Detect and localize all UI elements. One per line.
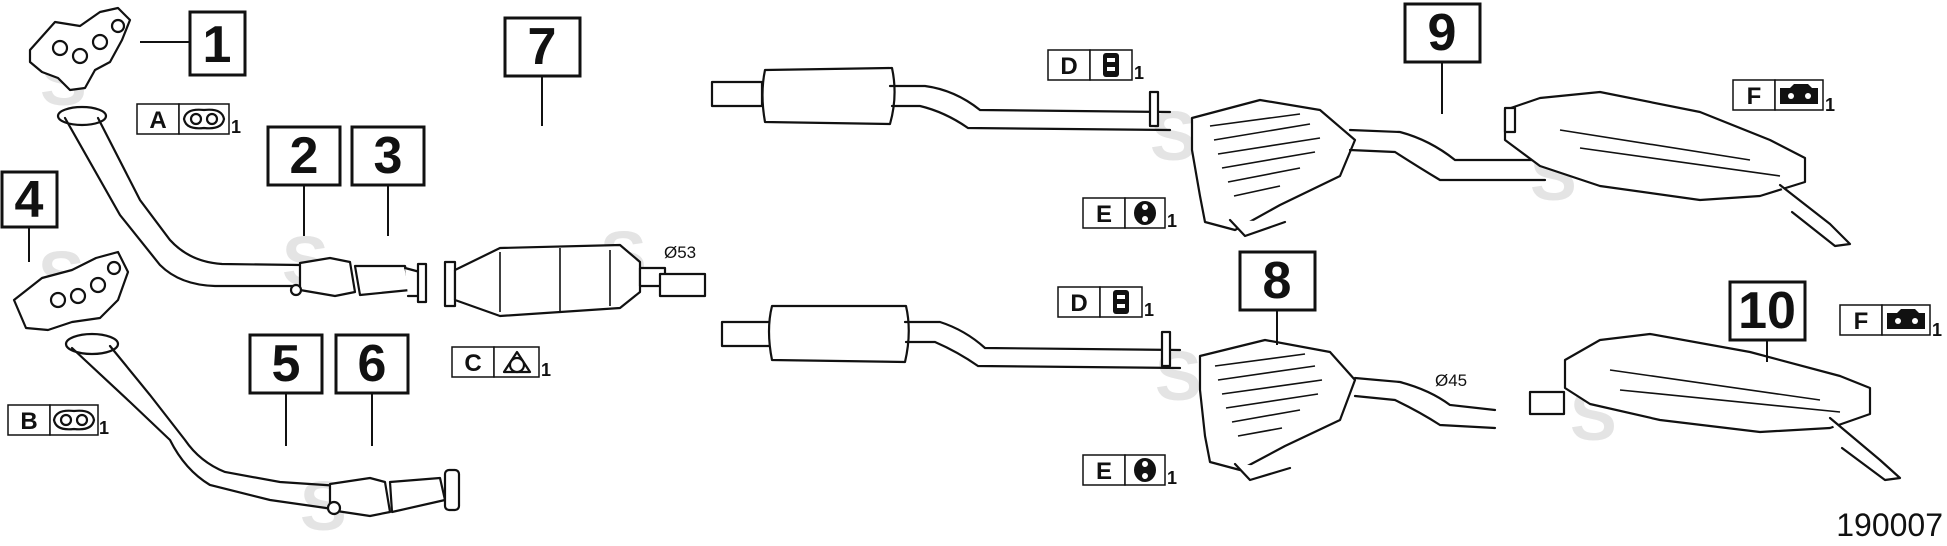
svg-text:3: 3 [374,127,403,185]
diagram-reference-number: 190007 [1836,507,1943,543]
svg-text:7: 7 [528,18,557,76]
tag-F-upper: F 1 [1732,79,1835,115]
callout-8: 8 [1238,250,1317,312]
svg-text:1: 1 [1825,95,1835,115]
svg-text:4: 4 [15,171,44,229]
rubber-mount-icon [1134,458,1156,482]
svg-text:E: E [1096,458,1112,485]
callout-2: 2 [266,125,342,187]
svg-text:9: 9 [1428,4,1457,62]
svg-text:10: 10 [1738,282,1796,340]
tag-D-lower: D 1 [1057,286,1154,320]
svg-text:E: E [1096,201,1112,228]
svg-text:1: 1 [99,418,109,438]
svg-text:1: 1 [231,117,241,137]
flex-pipe-lower [326,468,461,518]
callout-1: 1 [188,10,247,77]
hanger-strap-icon [1780,84,1818,104]
callout-4: 4 [0,170,59,229]
catalytic-converter [443,243,707,318]
tag-E-lower: E 1 [1082,454,1177,488]
svg-text:1: 1 [203,16,232,74]
svg-text:1: 1 [1144,300,1154,320]
rear-muffler-upper [1503,90,1852,248]
svg-text:1: 1 [1167,211,1177,231]
callout-10: 10 [1728,280,1807,342]
svg-text:D: D [1060,53,1077,80]
callout-5: 5 [248,333,324,395]
hanger-strap-icon [1887,309,1925,329]
diameter-label-45: Ø45 [1435,371,1467,390]
svg-text:1: 1 [1932,320,1942,340]
callout-9: 9 [1403,2,1482,64]
svg-text:5: 5 [272,335,301,393]
callout-3: 3 [350,125,426,187]
gasket-two-hole-icon [52,409,96,431]
exhaust-manifold-upper [28,6,132,127]
rear-muffler-lower [1528,332,1902,482]
svg-text:2: 2 [290,127,319,185]
center-section-upper [710,66,1547,238]
tag-A: A 1 [136,103,241,137]
svg-text:1: 1 [1167,468,1177,488]
svg-text:D: D [1070,290,1087,317]
svg-text:8: 8 [1263,252,1292,310]
leader-lines [28,41,1768,446]
gasket-ring-icon [502,350,532,374]
callout-6: 6 [334,333,410,395]
tag-B: B 1 [7,404,109,438]
rubber-mount-icon [1134,201,1156,225]
svg-text:1: 1 [1134,63,1144,83]
svg-text:B: B [20,408,37,435]
tag-C: C 1 [451,346,551,380]
svg-text:F: F [1747,83,1762,110]
exhaust-manifold-lower [12,250,130,356]
rubber-hanger-icon [1113,290,1129,314]
tag-E-upper: E 1 [1082,197,1177,231]
rubber-hanger-icon [1103,53,1119,77]
svg-text:F: F [1854,308,1869,335]
callout-7: 7 [503,16,582,78]
center-section-lower [720,304,1497,482]
flex-pipe-upper [289,256,428,304]
diameter-label-53: Ø53 [664,243,696,262]
svg-text:1: 1 [541,360,551,380]
tag-D-upper: D 1 [1047,49,1144,83]
tag-F-lower: F 1 [1839,304,1942,340]
svg-text:6: 6 [358,335,387,393]
gasket-two-hole-icon [182,108,226,130]
svg-text:C: C [464,350,481,377]
svg-text:A: A [149,107,166,134]
